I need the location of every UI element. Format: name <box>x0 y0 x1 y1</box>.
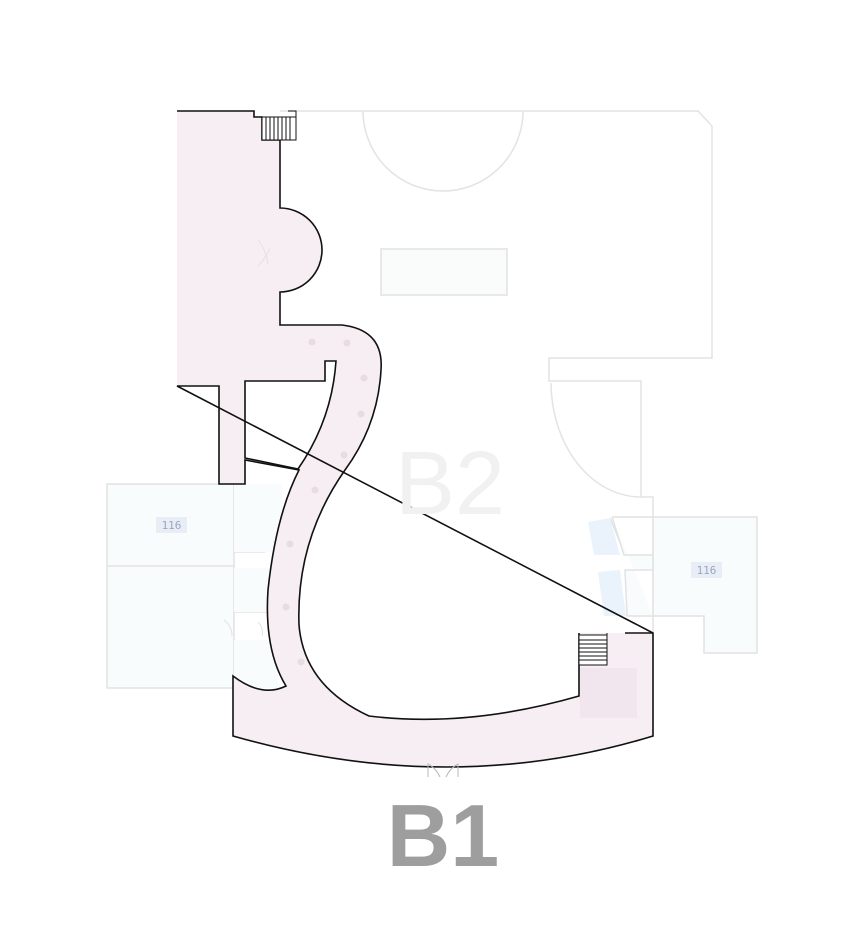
room-number-left: 116 <box>162 519 182 532</box>
window-glass-lower <box>598 570 626 616</box>
column-dot-icon <box>282 338 368 666</box>
b2-counter-block <box>380 248 508 296</box>
door-icon-left-room <box>223 619 263 637</box>
stairs-icon-east <box>578 633 608 666</box>
right-side-room <box>588 516 758 654</box>
window-glass-upper <box>588 518 620 555</box>
stairs-icon <box>261 110 297 141</box>
left-side-room <box>106 483 282 689</box>
b2-floor-label: B2 <box>395 434 505 534</box>
room-number-right: 116 <box>697 564 717 577</box>
door-icon-north-wing <box>257 239 271 267</box>
room-badge-right: 116 <box>691 562 722 578</box>
door-icon <box>427 763 459 778</box>
room-badge-left: 116 <box>156 517 187 533</box>
b1-floor-label: B1 <box>387 786 500 885</box>
b1-walkway-outline <box>176 110 654 768</box>
b1-north-wing <box>177 111 653 767</box>
